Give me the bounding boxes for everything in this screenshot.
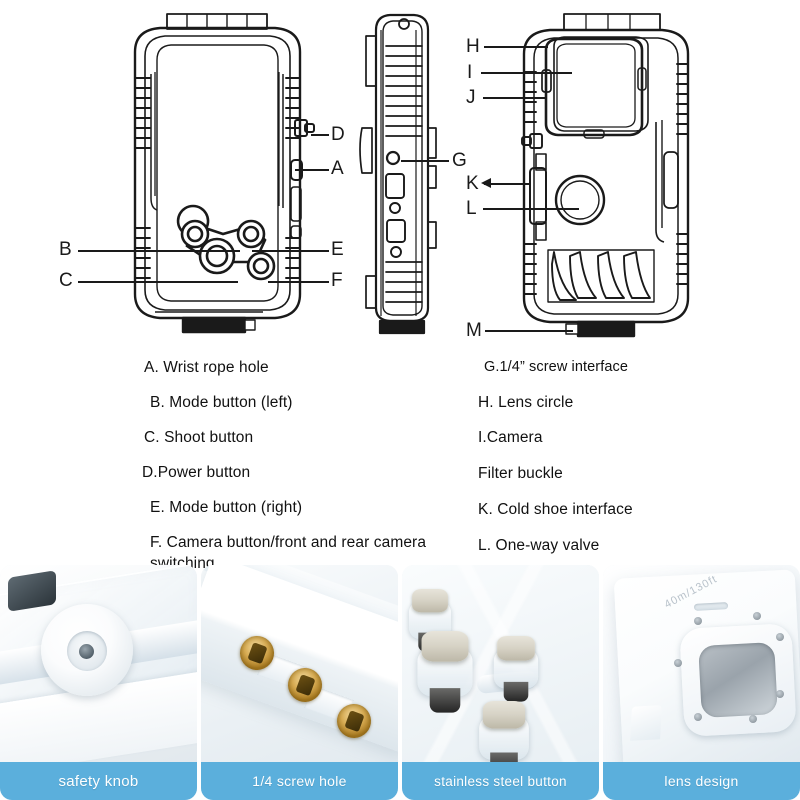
callout-D: D (331, 124, 346, 145)
photo-caption-safety-knob: safety knob (0, 762, 197, 800)
callout-B: B (59, 239, 73, 260)
callout-L: L (466, 198, 478, 219)
legend-item-h: H. Lens circle (478, 393, 574, 411)
lens-glass (697, 642, 778, 719)
legend-item-k: K. Cold shoe interface (478, 501, 633, 519)
photo-card-screw-hole: 1/4 screw hole (201, 565, 398, 800)
legend-item-d: D.Power button (142, 463, 251, 481)
photo-card-safety-knob: safety knob (0, 565, 197, 800)
callout-H: H (466, 36, 481, 57)
legend-item-j: Filter buckle (478, 465, 563, 483)
photo-steel-button (402, 565, 599, 800)
photo-card-lens-design: 40m/130ft lens design (603, 565, 800, 800)
legend-item-e: E. Mode button (right) (150, 498, 303, 516)
photo-safety-knob (0, 565, 197, 800)
leader-line-K (484, 183, 531, 185)
legend-column-left: A. Wrist rope hole B. Mode button (left)… (140, 358, 460, 588)
leader-line-J (483, 97, 546, 99)
legend-item-b: B. Mode button (left) (150, 393, 293, 411)
leader-line-I (481, 72, 572, 74)
leader-line-L (483, 208, 579, 210)
photo-caption-lens-design: lens design (603, 762, 800, 800)
leader-line-B (78, 250, 240, 252)
side-view-drawing (356, 8, 442, 338)
photo-screw-hole (201, 565, 398, 800)
leader-line-E (252, 250, 329, 252)
front-view-drawing (105, 12, 330, 337)
leader-arrow-K (481, 178, 491, 188)
photo-caption-screw-hole: 1/4 screw hole (201, 762, 398, 800)
leader-line-C (78, 281, 238, 283)
callout-A: A (331, 158, 345, 179)
leader-line-A (295, 169, 329, 171)
callout-M: M (466, 320, 483, 341)
diagram-area: B C D A E F (0, 0, 800, 355)
photo-strip: safety knob 1/4 screw hole (0, 565, 800, 800)
callout-J: J (466, 87, 476, 108)
callout-G: G (452, 150, 468, 171)
legend: A. Wrist rope hole B. Mode button (left)… (0, 358, 800, 590)
legend-item-l: L. One-way valve (478, 537, 600, 555)
leader-line-F (268, 281, 329, 283)
photo-lens-design: 40m/130ft (603, 565, 800, 800)
photo-caption-steel-button: stainless steel button (402, 762, 599, 800)
legend-item-a: A. Wrist rope hole (144, 359, 269, 376)
leader-line-G (401, 160, 449, 162)
photo-card-steel-button: stainless steel button (402, 565, 599, 800)
leader-line-M (485, 330, 573, 332)
callout-F: F (331, 270, 344, 291)
callout-C: C (59, 270, 74, 291)
legend-item-g: G.1/4” screw interface (484, 359, 629, 375)
callout-K: K (466, 173, 480, 194)
callout-I: I (467, 62, 473, 83)
legend-item-c: C. Shoot button (144, 428, 254, 446)
leader-line-D (311, 134, 329, 136)
safety-knob-dial (35, 598, 138, 701)
callout-E: E (331, 239, 345, 260)
rear-view-drawing (512, 12, 702, 340)
legend-item-i: I.Camera (478, 429, 543, 447)
leader-line-H (484, 46, 548, 48)
